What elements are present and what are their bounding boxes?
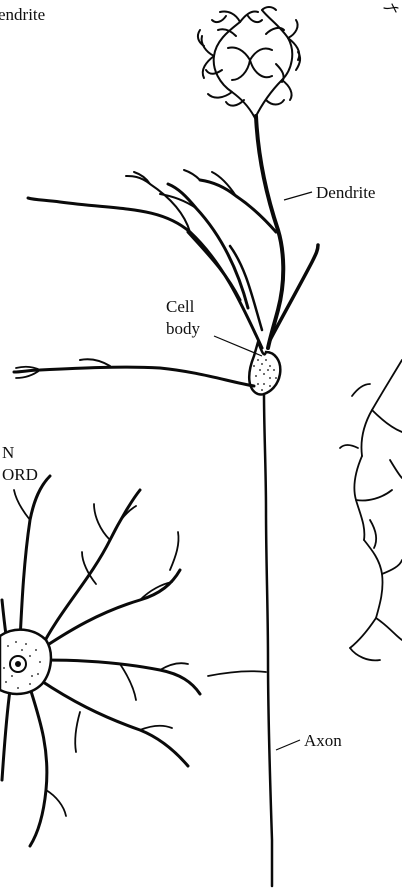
axon-leader-line [276,740,300,750]
label-left-fragment-line2: ORD [2,465,38,484]
right-edge-neuron-fragment [340,360,402,660]
label-axon: Axon [304,731,342,750]
dendritic-tuft [198,7,300,118]
basal-dendrite [14,359,254,386]
right-dendrite-branch [270,245,318,340]
pyramidal-neuron [14,7,318,886]
top-right-fragment [384,4,398,12]
label-cell-body-line1: Cell [166,297,195,316]
axon [208,394,272,886]
label-left-fragment-line1: N [2,443,14,462]
label-top-left-fragment: endrite [0,5,45,24]
apical-dendrite [256,116,283,348]
cell-body-leader-line [214,336,262,356]
dendrite-leader-line [284,192,312,200]
label-cell-body-line2: body [166,319,201,338]
label-dendrite: Dendrite [316,183,375,202]
nucleus [10,656,26,672]
upper-left-dendrite [28,172,262,348]
stellate-neuron [0,476,200,846]
